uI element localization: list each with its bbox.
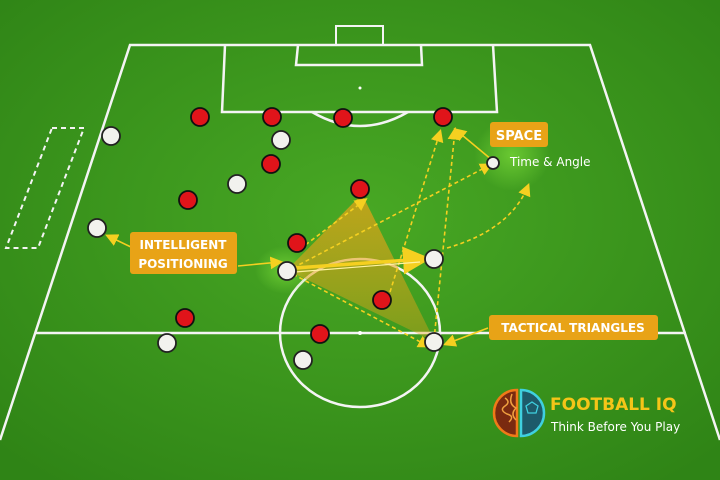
- goal: [335, 25, 384, 45]
- red-player: [178, 190, 198, 210]
- touchlines: [0, 43, 720, 441]
- pitch-lines: [0, 25, 720, 441]
- red-player: [310, 324, 330, 344]
- movement-arrow: [433, 126, 461, 341]
- red-player: [350, 179, 370, 199]
- white-player: [101, 126, 121, 146]
- space-label: SPACE: [490, 122, 548, 147]
- movement-arrow: [286, 270, 431, 348]
- white-player: [277, 261, 297, 281]
- center-spot: [358, 331, 362, 335]
- penalty-arc: [311, 110, 409, 128]
- movement-arrow: [105, 234, 134, 249]
- red-player: [261, 154, 281, 174]
- label-intelligent: INTELLIGENT: [140, 238, 228, 252]
- pass-arrow: [294, 246, 431, 275]
- brand-tagline: Think Before You Play: [550, 420, 680, 434]
- red-player: [372, 290, 392, 310]
- red-player: [333, 108, 353, 128]
- players: [87, 107, 500, 370]
- white-player: [424, 332, 444, 352]
- dashed-zone: [4, 127, 86, 249]
- tactical-triangle-area: [287, 194, 435, 342]
- brand-name: FOOTBALL IQ: [550, 395, 677, 415]
- penalty-spot: [358, 86, 362, 90]
- intelligent-positioning-label: INTELLIGENT POSITIONING: [130, 232, 237, 274]
- penalty-box: [220, 44, 499, 114]
- white-player: [486, 156, 500, 170]
- brand-logo: FOOTBALL IQ Think Before You Play: [492, 388, 680, 438]
- white-player: [157, 333, 177, 353]
- movement-arrow: [237, 256, 284, 270]
- label-time-angle: Time & Angle: [509, 155, 591, 169]
- white-player: [271, 130, 291, 150]
- red-player: [433, 107, 453, 127]
- white-player: [293, 350, 313, 370]
- white-player: [227, 174, 247, 194]
- red-player: [287, 233, 307, 253]
- label-space: SPACE: [496, 129, 542, 144]
- movement-arrows: [105, 126, 531, 348]
- six-yard-box: [294, 44, 424, 67]
- label-positioning: POSITIONING: [138, 257, 227, 271]
- tactical-triangles-label: TACTICAL TRIANGLES: [489, 315, 658, 340]
- red-player: [175, 308, 195, 328]
- label-tactical-triangles: TACTICAL TRIANGLES: [501, 321, 644, 335]
- movement-arrow: [453, 127, 493, 161]
- movement-arrow: [286, 163, 493, 272]
- movement-arrow: [443, 327, 489, 347]
- pass-arrow-highlight: [294, 261, 421, 273]
- white-player: [424, 249, 444, 269]
- red-player: [190, 107, 210, 127]
- red-player: [262, 107, 282, 127]
- movement-arrow: [446, 183, 531, 249]
- white-player: [87, 218, 107, 238]
